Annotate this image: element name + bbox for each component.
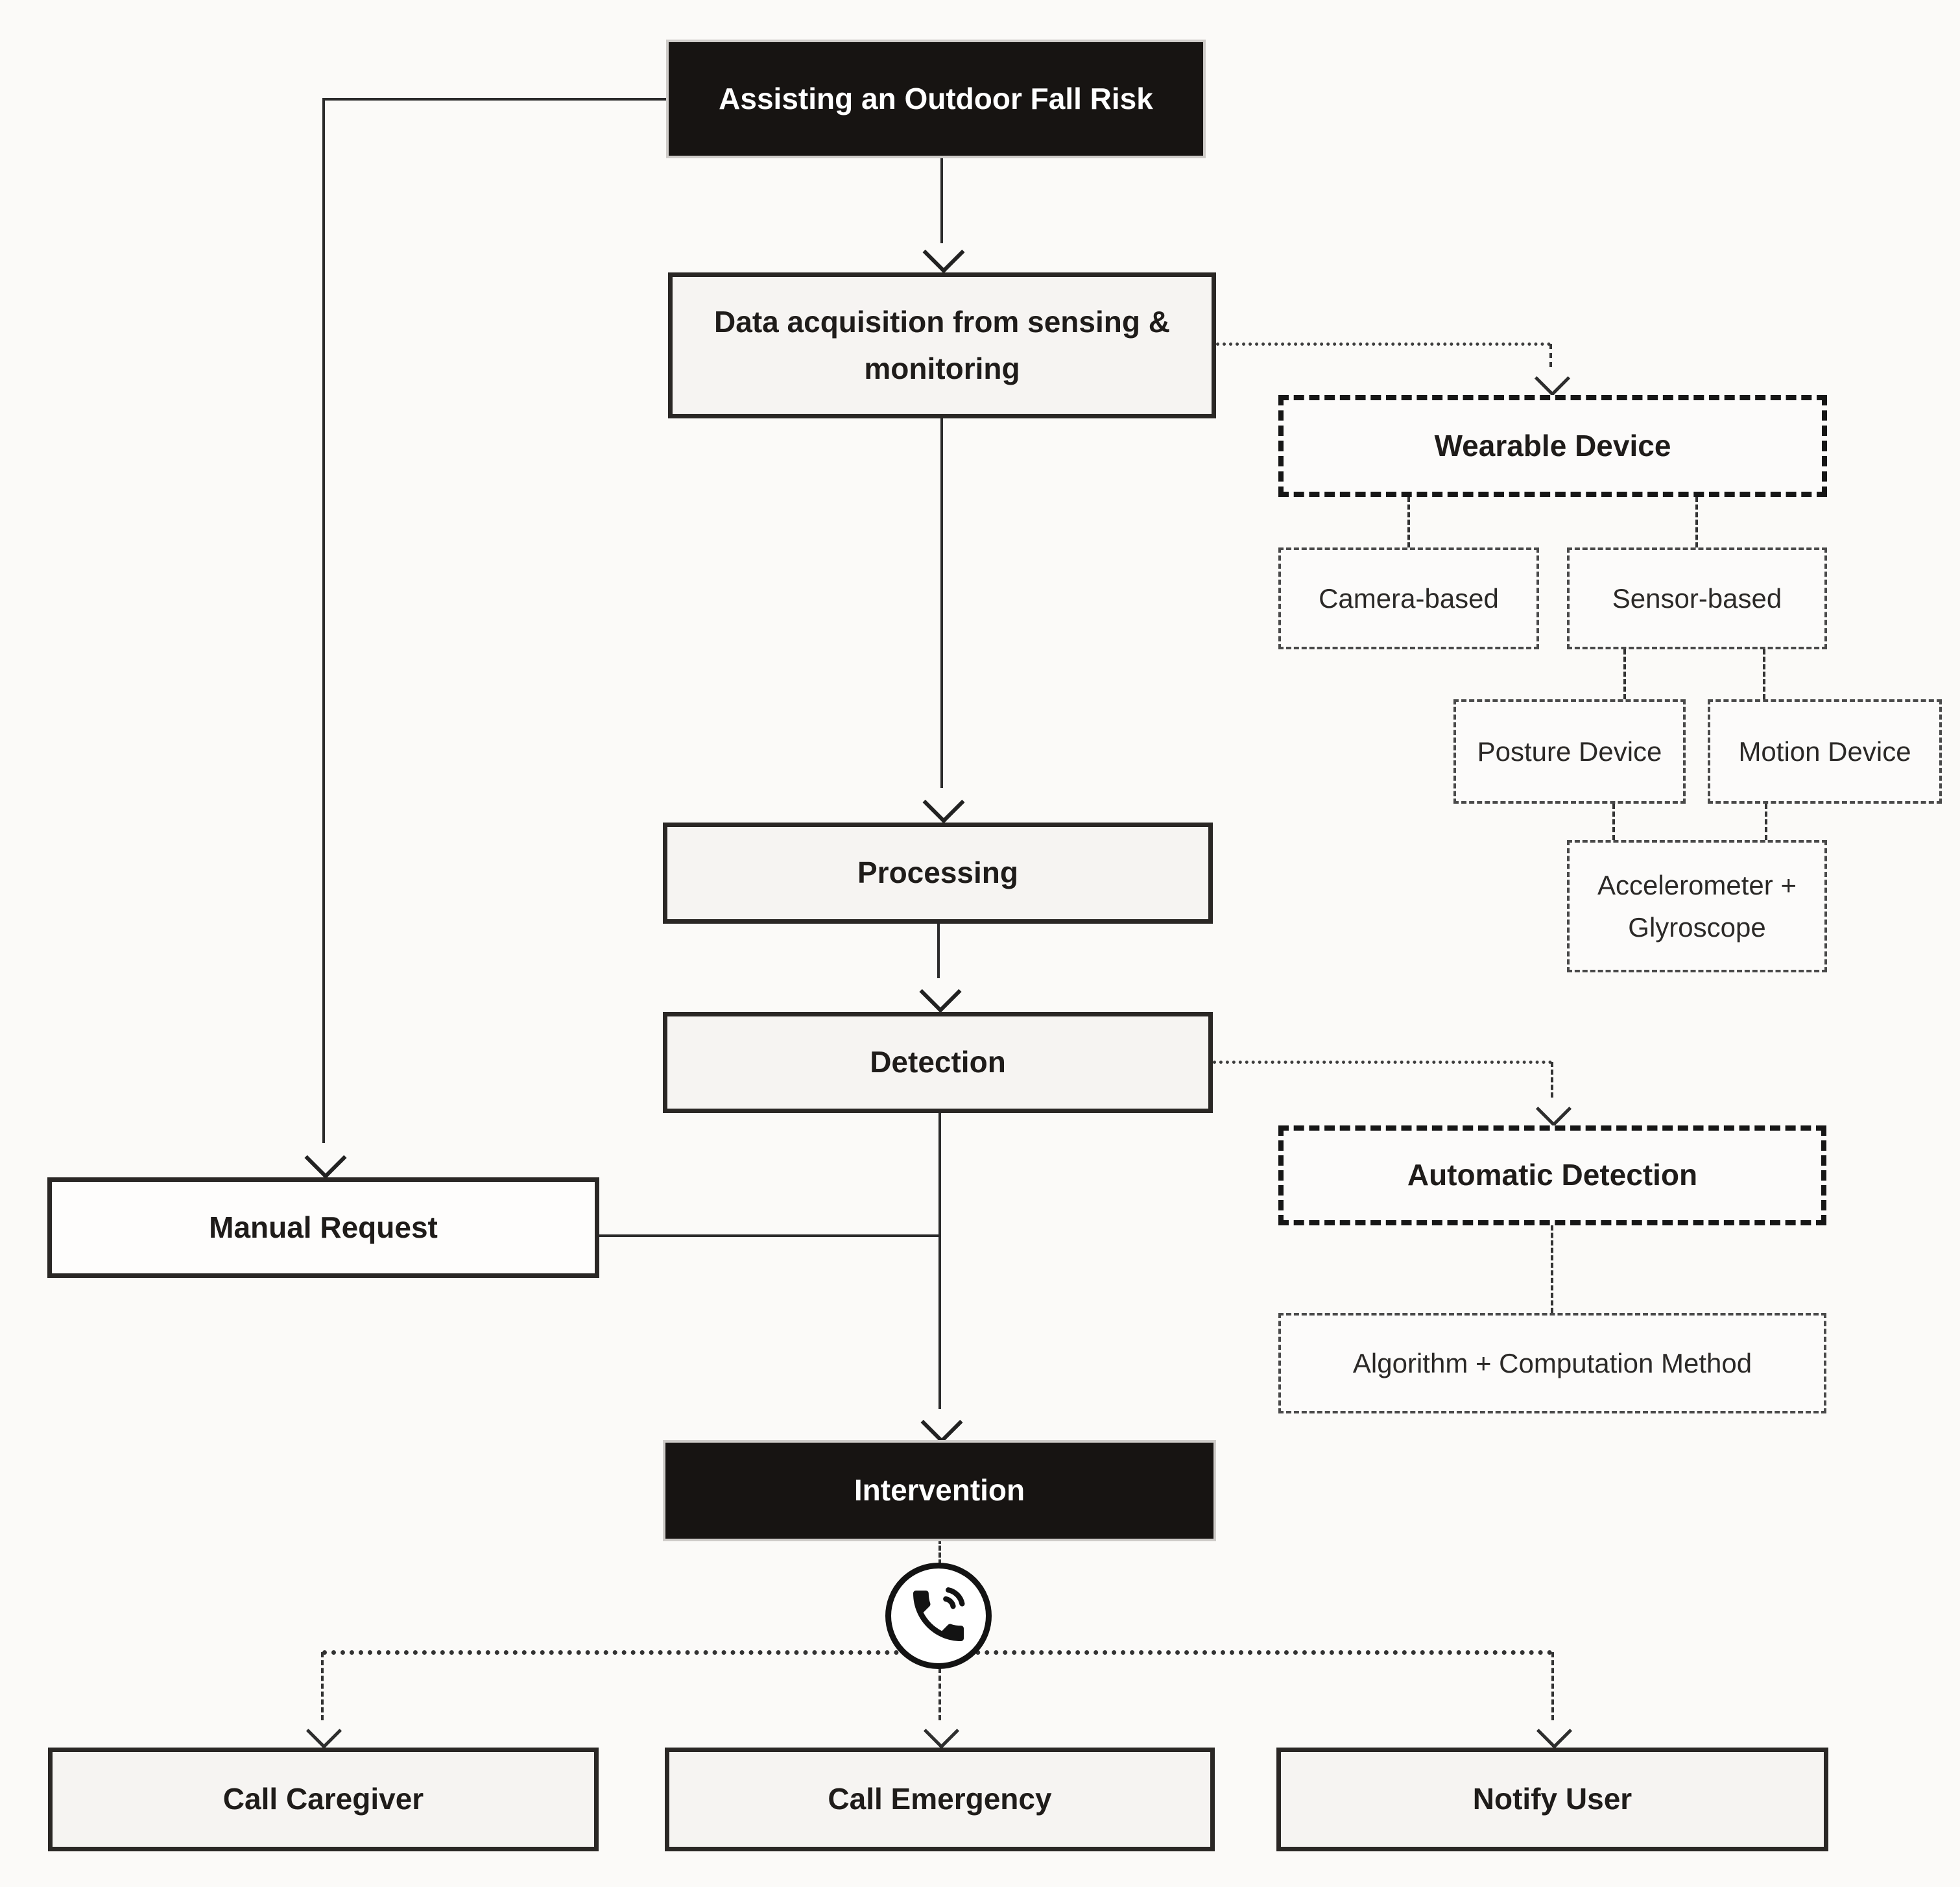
node-algorithm-computation-method: Algorithm + Computation Method — [1278, 1313, 1826, 1413]
node-data-acquisition-label: Data acquisition from sensing & monitori… — [714, 305, 1170, 385]
node-sensor-based: Sensor-based — [1567, 547, 1827, 649]
edge-detection-automatic-h — [1213, 1061, 1552, 1064]
edge-processing-detection — [937, 924, 940, 978]
node-notify-user: Notify User — [1276, 1748, 1828, 1851]
edge-branch-emergency — [938, 1668, 941, 1720]
node-data-acquisition: Data acquisition from sensing & monitori… — [668, 272, 1216, 418]
node-call-caregiver-label: Call Caregiver — [222, 1782, 424, 1816]
node-wearable-device: Wearable Device — [1278, 395, 1827, 497]
node-automatic-detection-label: Automatic Detection — [1407, 1158, 1698, 1192]
edge-intervention-phone — [938, 1539, 941, 1565]
node-sensor-based-label: Sensor-based — [1612, 583, 1782, 614]
edge-branch-notify — [1551, 1652, 1554, 1720]
node-algorithm-computation-method-label: Algorithm + Computation Method — [1352, 1347, 1752, 1378]
arrowhead-into-caregiver — [305, 1713, 342, 1749]
arrowhead-into-intervention — [920, 1401, 963, 1444]
arrowhead-into-detection — [919, 970, 962, 1013]
node-detection: Detection — [663, 1012, 1213, 1113]
node-title-label: Assisting an Outdoor Fall Risk — [719, 81, 1153, 115]
node-automatic-detection: Automatic Detection — [1278, 1125, 1826, 1225]
node-accelerometer-gyroscope-label: Accelerometer + Glyroscope — [1597, 869, 1797, 943]
edge-branch-caregiver — [321, 1652, 324, 1720]
edge-detection-intervention — [938, 1113, 941, 1409]
phone-volume-icon — [885, 1563, 992, 1669]
node-motion-device: Motion Device — [1708, 699, 1942, 804]
arrowhead-into-processing — [922, 781, 965, 824]
edge-automatic-algorithm — [1551, 1225, 1553, 1313]
edge-sensor-posture — [1623, 649, 1626, 699]
edge-root-left-horizontal — [324, 98, 669, 101]
edge-root-manual-vertical — [322, 98, 325, 1143]
node-processing: Processing — [663, 823, 1213, 924]
edge-dataacq-wearable-v — [1549, 344, 1552, 367]
edge-root-dataacq — [940, 156, 943, 243]
node-intervention-label: Intervention — [854, 1473, 1025, 1508]
node-camera-based: Camera-based — [1278, 547, 1539, 649]
edge-manual-join — [599, 1234, 941, 1237]
node-processing-label: Processing — [857, 856, 1018, 890]
edge-motion-accel — [1765, 804, 1767, 840]
edge-posture-accel — [1612, 804, 1615, 840]
edge-detection-automatic-v — [1551, 1062, 1553, 1098]
node-posture-device: Posture Device — [1453, 699, 1686, 804]
edge-wearable-sensor — [1695, 497, 1698, 547]
node-call-emergency-label: Call Emergency — [828, 1782, 1052, 1816]
node-notify-user-label: Notify User — [1472, 1782, 1632, 1816]
node-call-emergency: Call Emergency — [665, 1748, 1215, 1851]
node-wearable-device-label: Wearable Device — [1434, 428, 1671, 463]
node-accelerometer-gyroscope: Accelerometer + Glyroscope — [1567, 840, 1827, 972]
node-manual-request: Manual Request — [47, 1177, 599, 1278]
edge-dataacq-wearable-h — [1216, 343, 1551, 346]
node-posture-device-label: Posture Device — [1477, 736, 1662, 767]
arrowhead-into-manual — [304, 1136, 347, 1179]
node-manual-request-label: Manual Request — [209, 1210, 438, 1244]
node-call-caregiver: Call Caregiver — [48, 1748, 599, 1851]
edge-dataacq-processing — [940, 418, 943, 788]
arrowhead-into-wearable — [1534, 360, 1571, 397]
arrowhead-into-emergency — [923, 1713, 960, 1749]
node-motion-device-label: Motion Device — [1738, 736, 1911, 767]
edge-wearable-camera — [1407, 497, 1410, 547]
arrowhead-into-notify — [1536, 1713, 1573, 1749]
edge-sensor-motion — [1763, 649, 1765, 699]
node-intervention: Intervention — [665, 1443, 1213, 1539]
node-camera-based-label: Camera-based — [1319, 583, 1499, 614]
node-title: Assisting an Outdoor Fall Risk — [669, 42, 1203, 156]
node-detection-label: Detection — [870, 1045, 1006, 1079]
arrowhead-into-dataacq — [922, 231, 965, 274]
arrowhead-into-automatic — [1535, 1090, 1572, 1127]
